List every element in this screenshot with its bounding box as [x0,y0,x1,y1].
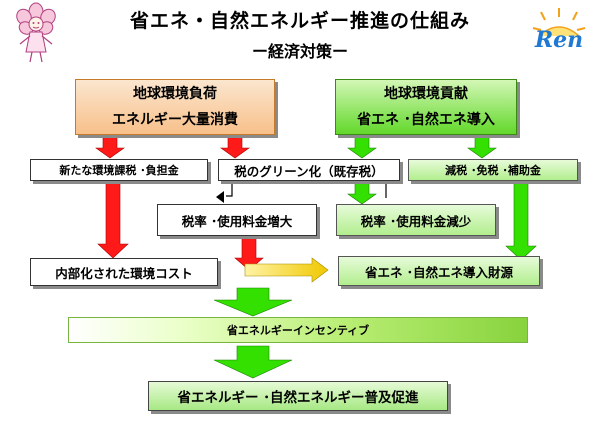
incentive-band: 省エネルギーインセンティブ [68,317,528,343]
green-tax-label: 税のグリーン化（既存税） [234,163,384,179]
new-tax-label: 新たな環境課税 ･負担金 [59,164,179,177]
green-arrow-contrib-to-reduce [467,134,497,159]
green-arrow-green-to-ratedown [347,182,377,205]
green-arrow-contrib-to-green [347,134,377,159]
red-arrow-load-to-green [220,134,250,159]
yellow-arrow-cost-to-funding [244,257,329,283]
contrib-line2: 省エネ ･自然エネ導入 [357,112,495,128]
logo-text: Ren [534,27,584,53]
page-subtitle: ー経済対策ー [251,42,348,61]
environmental-load-box: 地球環境負荷 エネルギー大量消費 [75,79,275,135]
ren-logo: Ren [527,6,591,58]
promote-label: 省エネルギー ･自然エネルギー普及促進 [177,390,419,406]
black-arrow-green-to-rateup [226,180,233,197]
rate-decrease-box: 税率 ･使用料金減少 [336,204,496,236]
new-environmental-tax-box: 新たな環境課税 ･負担金 [30,159,208,181]
big-green-arrow-to-promote [213,345,293,379]
rate-increase-box: 税率 ･使用料金増大 [157,204,317,236]
red-arrow-newtax-to-cost [97,179,129,259]
incentive-label: 省エネルギーインセンティブ [226,324,370,337]
tax-reduction-box: 減税 ･免税 ･補助金 [408,159,578,181]
big-green-arrow-to-incentive [213,287,293,317]
funding-label: 省エネ ･自然エネ導入財源 [364,264,514,280]
load-line2: エネルギー大量消費 [112,112,238,128]
red-arrow-load-to-newtax [95,134,125,159]
promotion-box: 省エネルギー ･自然エネルギー普及促進 [148,381,448,411]
contrib-line1: 地球環境貢献 [384,86,468,102]
rate-down-label: 税率 ･使用料金減少 [360,213,472,229]
green-tax-box: 税のグリーン化（既存税） [218,159,400,181]
internal-cost-label: 内部化された環境コスト [55,265,193,281]
load-line1: 地球環境負荷 [133,86,217,102]
sun-icon [532,8,586,37]
internalized-cost-box: 内部化された環境コスト [30,258,218,286]
green-arrow-reduce-to-funding [505,179,537,261]
rate-up-label: 税率 ･使用料金増大 [181,213,293,229]
environmental-contribution-box: 地球環境貢献 省エネ ･自然エネ導入 [335,79,517,135]
flower-girl-icon [16,2,56,63]
page-title: 省エネ・自然エネルギー推進の仕組み [129,10,470,32]
mascot-illustration [6,2,66,64]
reduce-tax-label: 減税 ･免税 ･補助金 [445,164,541,177]
funding-source-box: 省エネ ･自然エネ導入財源 [338,256,540,286]
